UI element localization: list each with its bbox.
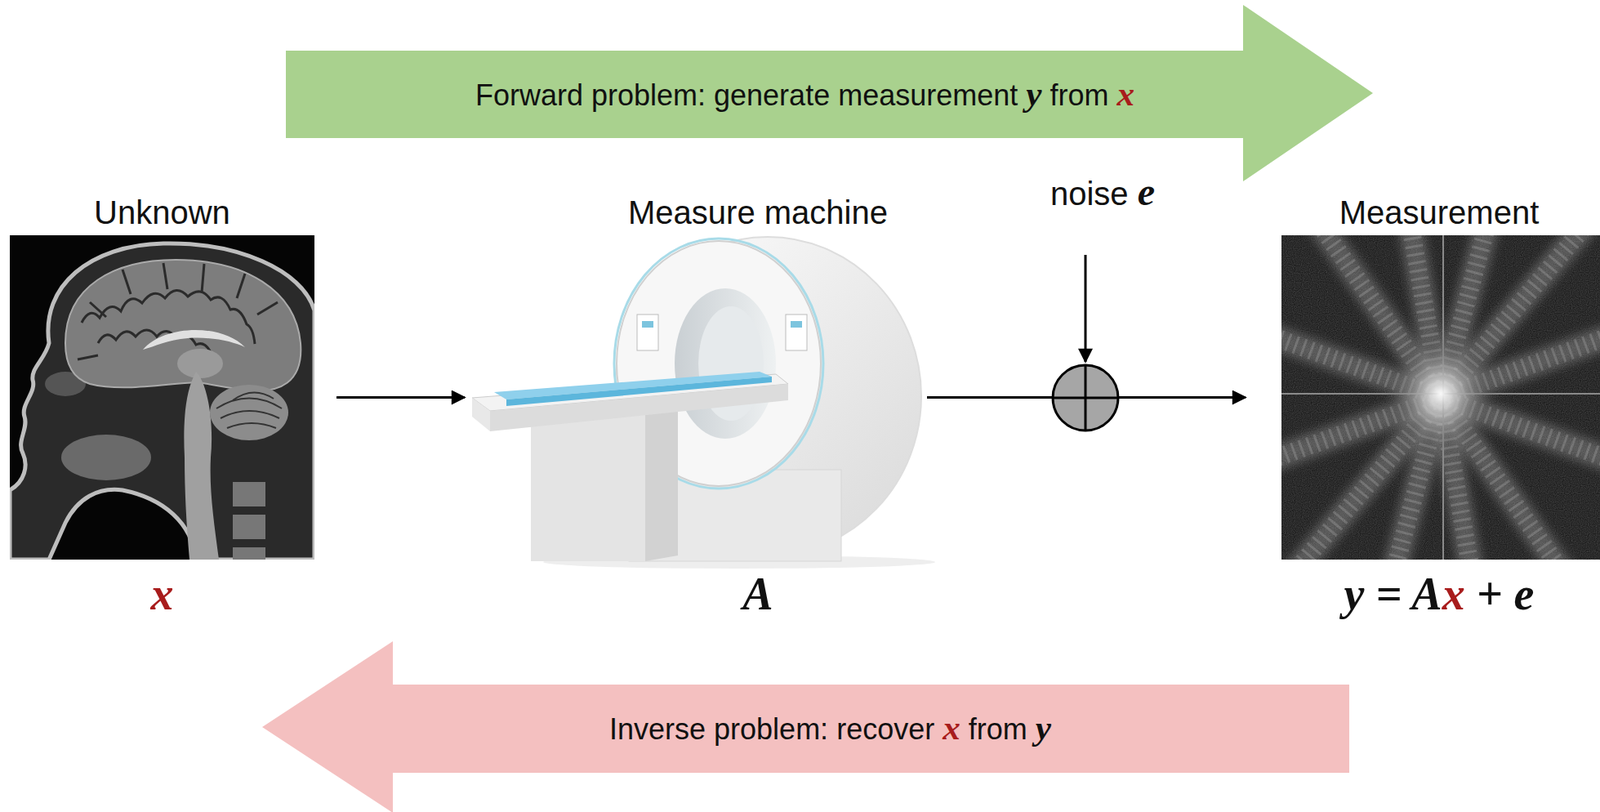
- math-symbol: x: [942, 708, 961, 747]
- math-symbol: y: [1025, 74, 1042, 113]
- sum-junction: [1052, 365, 1119, 431]
- image-panel: Unknown x: [8, 189, 317, 629]
- arrow-shape: [285, 4, 1373, 182]
- brain-mri-image: [177, 348, 223, 379]
- math-variable: y: [1035, 708, 1052, 747]
- math-symbol: A: [742, 568, 773, 620]
- math-variable: x: [942, 708, 961, 747]
- math-symbol: x: [1117, 74, 1136, 113]
- image-area: [1278, 235, 1600, 560]
- math-variable: y: [1344, 568, 1365, 620]
- mri-scanner-picture: [641, 320, 654, 328]
- mri-scanner-picture: [645, 408, 678, 562]
- signal-arrow: [336, 396, 465, 399]
- arrow-text: Forward problem: generate measurement y …: [475, 74, 1135, 116]
- kspace-image: [1281, 235, 1600, 560]
- brain-mri-image: [183, 371, 219, 560]
- math-variable: e: [1137, 169, 1155, 214]
- brain-mri-image: [65, 259, 301, 391]
- mri-scanner-picture: [472, 236, 936, 569]
- kspace-image: [1283, 235, 1599, 560]
- image-area: [8, 235, 317, 560]
- math-variable: A: [1411, 568, 1442, 620]
- brain-mri-image: [9, 235, 315, 560]
- kspace-image: [1281, 313, 1600, 482]
- kspace-image: [1383, 336, 1498, 451]
- math-symbol: y: [1344, 568, 1365, 620]
- mri-scanner-picture: [785, 314, 807, 351]
- brain-mri-image: [232, 514, 266, 540]
- sum-junction: [1084, 365, 1088, 431]
- mri-scanner-picture: [472, 397, 491, 432]
- sum-junction: [1052, 365, 1119, 431]
- panel-heading: Measurement: [1278, 189, 1600, 236]
- brain-mri-image: [77, 262, 278, 360]
- kspace-image: [1377, 235, 1505, 560]
- mri-scanner-picture: [506, 376, 772, 406]
- math-variable: x: [1117, 74, 1136, 113]
- panel-heading: Measure machine: [592, 189, 924, 236]
- math-symbol: e: [1514, 568, 1535, 620]
- kspace-image: [1281, 313, 1600, 482]
- math-variable: A: [742, 568, 773, 620]
- inverse-arrow: Inverse problem: recover x from y: [262, 641, 1350, 812]
- arrow-text-area: Forward problem: generate measurement y …: [285, 50, 1324, 139]
- math-label: x: [8, 559, 317, 629]
- kspace-image: [1281, 235, 1600, 560]
- kspace-image: [1281, 313, 1600, 482]
- math-symbol: x: [151, 568, 174, 620]
- math-symbol: y: [1035, 708, 1052, 747]
- mri-scanner-picture: [674, 288, 776, 439]
- math-variable: x: [151, 568, 174, 620]
- brain-mri-image: [61, 434, 152, 481]
- brain-mri-image: [142, 329, 246, 350]
- signal-label: noise e: [1020, 167, 1185, 219]
- arrow-text: Inverse problem: recover x from y: [609, 708, 1052, 749]
- brain-mri-image: [232, 481, 266, 507]
- math-variable: y: [1025, 74, 1042, 113]
- image-panel: Measure machineA: [469, 189, 924, 629]
- brain-mri-image: [209, 384, 289, 441]
- forward-arrow: Forward problem: generate measurement y …: [285, 4, 1373, 182]
- kspace-image: [1377, 235, 1505, 560]
- brain-mri-image: [216, 392, 282, 428]
- image-panel: Measurement y = Ax + e: [1261, 189, 1600, 629]
- image-area: [592, 235, 924, 560]
- kspace-image: [1283, 235, 1599, 560]
- arrow-shape: [262, 641, 1350, 812]
- noise-arrow: [1084, 254, 1088, 362]
- math-variable: e: [1514, 568, 1535, 620]
- mri-scanner-picture: [790, 320, 803, 328]
- noise-arrow: [1085, 254, 1087, 362]
- math-symbol: Ax: [1411, 568, 1465, 620]
- math-label: y = Ax + e: [1278, 559, 1600, 629]
- math-label: A: [592, 559, 924, 629]
- mri-scanner-picture: [637, 314, 659, 351]
- panel-heading: Unknown: [8, 189, 317, 236]
- arrow-text-area: Inverse problem: recover x from y: [311, 684, 1350, 773]
- mri-scanner-picture: [530, 412, 646, 562]
- math-symbol: e: [1137, 169, 1155, 214]
- math-variable: x: [1442, 568, 1466, 620]
- kspace-image: [1281, 235, 1600, 560]
- brain-mri-image: [9, 243, 315, 560]
- brain-mri-image: [9, 235, 315, 560]
- brain-mri-image: [232, 547, 266, 560]
- kspace-image: [1300, 235, 1582, 560]
